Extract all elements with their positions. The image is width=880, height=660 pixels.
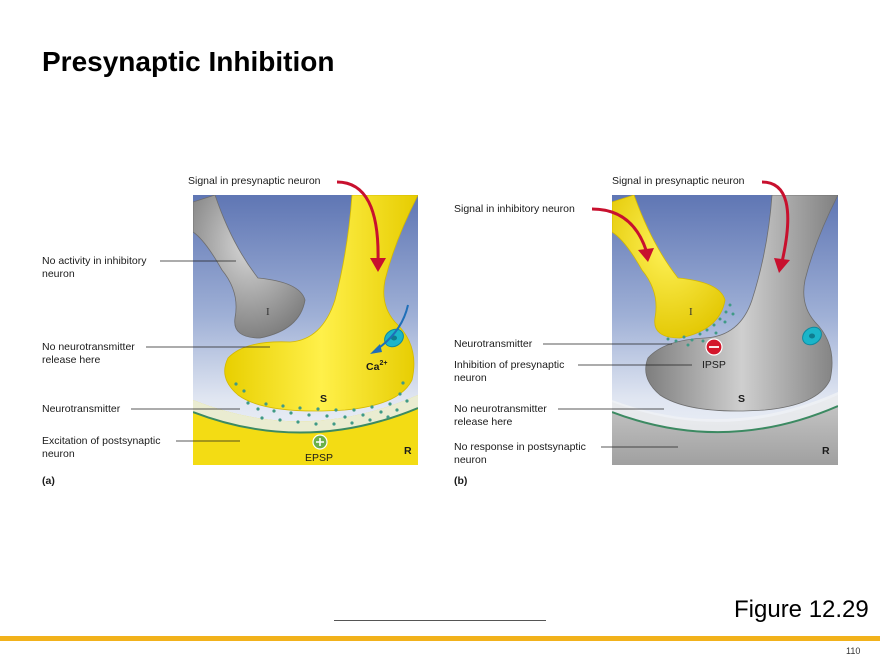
panel-b-letter: (b): [454, 475, 467, 487]
label-no-response-line2: neuron: [454, 454, 487, 466]
label-I-b: I: [689, 306, 693, 318]
page-number: 110: [846, 646, 861, 656]
label-no-nt-line1: No neurotransmitter: [42, 341, 135, 353]
panel-a-letter: (a): [42, 475, 55, 487]
slide-title: Presynaptic Inhibition: [42, 46, 335, 77]
synaptic-cleft-a: [193, 395, 418, 433]
label-no-nt-line2: release here: [42, 354, 101, 366]
label-signal-presynaptic-a: Signal in presynaptic neuron: [188, 175, 321, 187]
label-inhibition-line2: neuron: [454, 372, 487, 384]
presynaptic-neuron-b: [645, 195, 838, 412]
label-no-activity-line2: neuron: [42, 268, 75, 280]
label-neurotransmitter-b: Neurotransmitter: [454, 338, 533, 350]
panel-a: Signal in presynaptic neuron No activity…: [42, 175, 418, 487]
blank-underline: [334, 620, 546, 621]
label-no-nt-b-line1: No neurotransmitter: [454, 403, 547, 415]
label-no-nt-b-line2: release here: [454, 416, 513, 428]
label-neurotransmitter-a: Neurotransmitter: [42, 403, 121, 415]
signal-arrow-presynaptic-b: [761, 180, 790, 263]
signal-arrow-presynaptic-a: [336, 180, 380, 263]
label-signal-presynaptic-b: Signal in presynaptic neuron: [612, 175, 745, 187]
footer-bar: [0, 636, 880, 641]
label-I-a: I: [266, 306, 270, 318]
label-excitation-line2: neuron: [42, 448, 75, 460]
label-epsp: EPSP: [305, 452, 333, 464]
label-inhibition-line1: Inhibition of presynaptic: [454, 359, 564, 371]
label-no-response-line1: No response in postsynaptic: [454, 441, 586, 453]
label-ca-a: Ca2+: [366, 360, 387, 373]
label-ipsp: IPSP: [702, 359, 726, 371]
label-R-a: R: [404, 445, 412, 457]
label-S-b: S: [738, 393, 745, 405]
presynaptic-neuron-a: [224, 195, 418, 412]
panel-b: Signal in presynaptic neuron Signal in i…: [454, 175, 838, 487]
figure-label: Figure 12.29: [734, 596, 869, 623]
inhibitory-neuron-a: [193, 195, 306, 339]
neurotransmitter-dots-b: [666, 303, 735, 347]
label-signal-inhibitory-b: Signal in inhibitory neuron: [454, 203, 575, 215]
label-S-a: S: [320, 393, 327, 405]
label-excitation-line1: Excitation of postsynaptic: [42, 435, 160, 447]
label-R-b: R: [822, 445, 830, 457]
signal-arrow-inhibitory-b: [591, 207, 648, 251]
synaptic-cleft-b: [612, 392, 838, 433]
neurotransmitter-dots-a: [234, 381, 409, 426]
label-no-activity-line1: No activity in inhibitory: [42, 255, 147, 267]
